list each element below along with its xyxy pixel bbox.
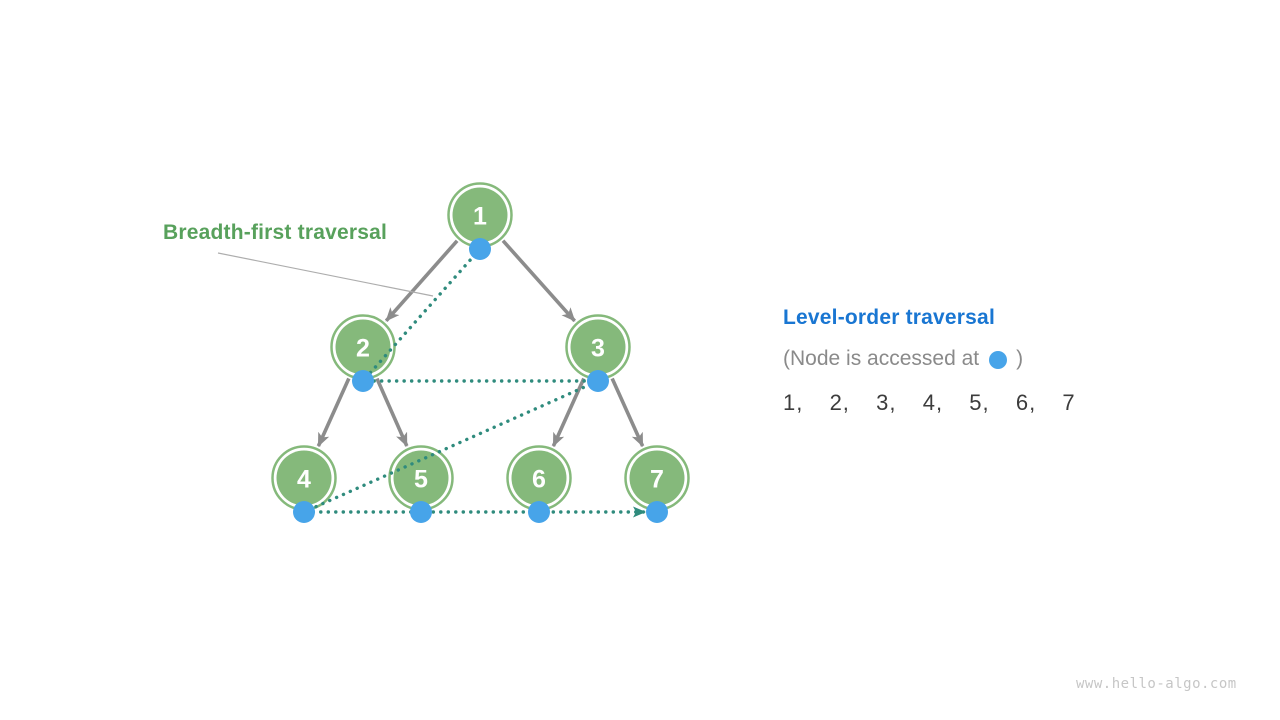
- tree-node-3-label: 3: [591, 335, 605, 363]
- access-dots: [293, 238, 668, 523]
- tree-edge-2-4: [316, 377, 351, 447]
- watermark-url: www.hello-algo.com: [1076, 676, 1237, 692]
- access-dot-7: [646, 501, 668, 523]
- tree-node-5-label: 5: [414, 466, 428, 494]
- tree-node-3-circle: [570, 319, 626, 375]
- tree-node-4: 4: [271, 445, 337, 511]
- access-dot-6: [528, 501, 550, 523]
- label-leader-line: [217, 252, 434, 297]
- tree-edge-1-2: [384, 239, 459, 323]
- access-note-prefix: (Node is accessed at: [783, 347, 980, 370]
- tree-node-4-label: 4: [297, 466, 311, 494]
- tree-node-6-label: 6: [532, 466, 546, 494]
- access-dot-5: [410, 501, 432, 523]
- tree-node-6: 6: [506, 445, 572, 511]
- level-order-title: Level-order traversal: [783, 306, 995, 329]
- tree-node-1: 1: [447, 182, 513, 248]
- tree-node-2: 2: [330, 314, 396, 380]
- breadth-first-label: Breadth-first traversal: [163, 221, 388, 244]
- access-dot-4: [293, 501, 315, 523]
- tree-node-4-circle: [276, 450, 332, 506]
- tree-edges: [316, 239, 645, 447]
- tree-node-7-label: 7: [650, 466, 664, 494]
- tree-node-5: 5: [388, 445, 454, 511]
- access-dot-1: [469, 238, 491, 260]
- tree-edge-3-7: [610, 377, 645, 447]
- access-dot-legend-icon: [989, 351, 1008, 369]
- tree-nodes: 1 2 3 4 5 6 7: [271, 182, 690, 511]
- tree-edge-2-5: [375, 377, 409, 447]
- access-note-suffix: ): [1016, 347, 1024, 370]
- tree-edge-1-3: [501, 239, 577, 323]
- access-note: (Node is accessed at ): [783, 347, 1023, 371]
- traversal-sequence: 1, 2, 3, 4, 5, 6, 7: [783, 390, 1076, 415]
- tree-node-2-circle: [335, 319, 391, 375]
- access-dot-2: [352, 370, 374, 392]
- tree-node-5-circle: [393, 450, 449, 506]
- tree-edge-3-6: [551, 377, 586, 447]
- tree-node-6-circle: [511, 450, 567, 506]
- tree-node-7: 7: [624, 445, 690, 511]
- tree-node-3: 3: [565, 314, 631, 380]
- tree-node-1-circle: [452, 187, 508, 243]
- tree-node-1-label: 1: [473, 203, 487, 231]
- access-dot-3: [587, 370, 609, 392]
- tree-node-2-label: 2: [356, 335, 370, 363]
- tree-node-7-circle: [629, 450, 685, 506]
